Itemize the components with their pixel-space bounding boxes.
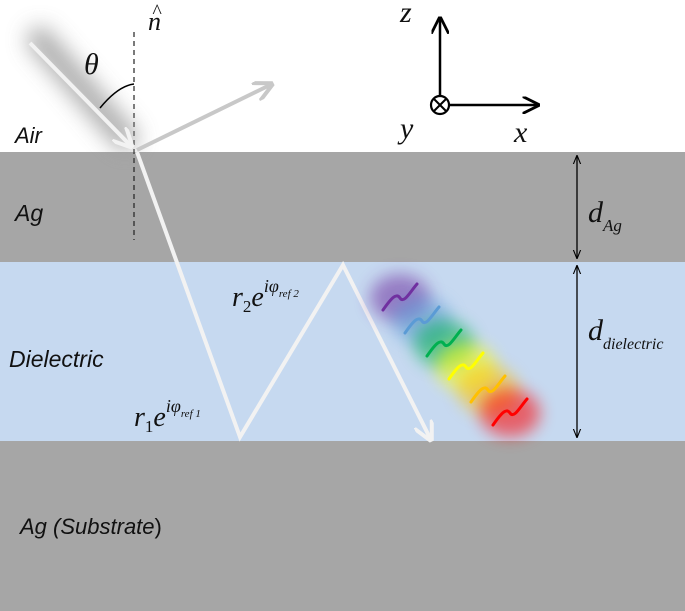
ag-layer — [0, 152, 685, 262]
y-label: y — [397, 112, 414, 145]
r1-e: e — [153, 402, 165, 433]
d-ag-d: d — [588, 196, 604, 229]
z-label: z — [399, 0, 412, 29]
y-axis-cross-b — [433, 98, 447, 112]
r1-phase: iφ — [166, 396, 181, 416]
incident-glow — [27, 27, 138, 151]
ag-label: Ag — [13, 200, 43, 226]
dielectric-layer — [0, 262, 685, 441]
substrate-label-name: Substrate — [60, 514, 154, 539]
normal-hat: ^ — [152, 1, 162, 23]
d-dielectric-sub: dielectric — [603, 336, 663, 353]
d-dielectric-d: d — [588, 314, 604, 347]
substrate-label-main: Ag ( — [18, 514, 63, 539]
r1-r: r — [134, 402, 145, 433]
d-dielectric-label: ddielectric — [588, 314, 663, 353]
theta-label: θ — [84, 48, 99, 81]
d-ag-sub: Ag — [602, 216, 622, 235]
spectrum-wave-4 — [469, 374, 507, 404]
r1-phase-sub: ref 1 — [181, 408, 201, 420]
air-label: Air — [13, 123, 44, 148]
d-ag-label: dAg — [588, 196, 622, 235]
r2-e: e — [251, 282, 263, 313]
transmitted-path — [135, 151, 430, 438]
r2-phase: iφ — [264, 276, 279, 296]
normal-label: n — [148, 7, 161, 36]
r1-label: r1eiφref 1 — [134, 396, 201, 436]
r2-label: r2eiφref 2 — [232, 276, 299, 316]
r2-r: r — [232, 282, 243, 313]
spectrum-wave-5 — [491, 397, 529, 427]
incident-ray — [28, 41, 130, 145]
x-label: x — [513, 116, 528, 149]
substrate-layer — [0, 441, 685, 611]
r1-sub: 1 — [145, 417, 154, 436]
substrate-label-close: ) — [155, 514, 162, 539]
coordinate-axes: z y x — [397, 0, 538, 149]
substrate-label: Ag (Substrate) — [18, 514, 162, 539]
spectrum-waves — [370, 274, 540, 437]
spectrum-wave-2 — [425, 328, 463, 358]
dielectric-label: Dielectric — [9, 346, 104, 372]
spectrum-wave-3 — [447, 351, 485, 381]
spectrum-wave-0 — [381, 282, 419, 312]
angle-arc — [99, 83, 135, 109]
reflected-ray — [136, 85, 270, 152]
r2-phase-sub: ref 2 — [279, 288, 300, 300]
spectrum-wave-1 — [403, 305, 441, 335]
r2-sub: 2 — [243, 297, 252, 316]
